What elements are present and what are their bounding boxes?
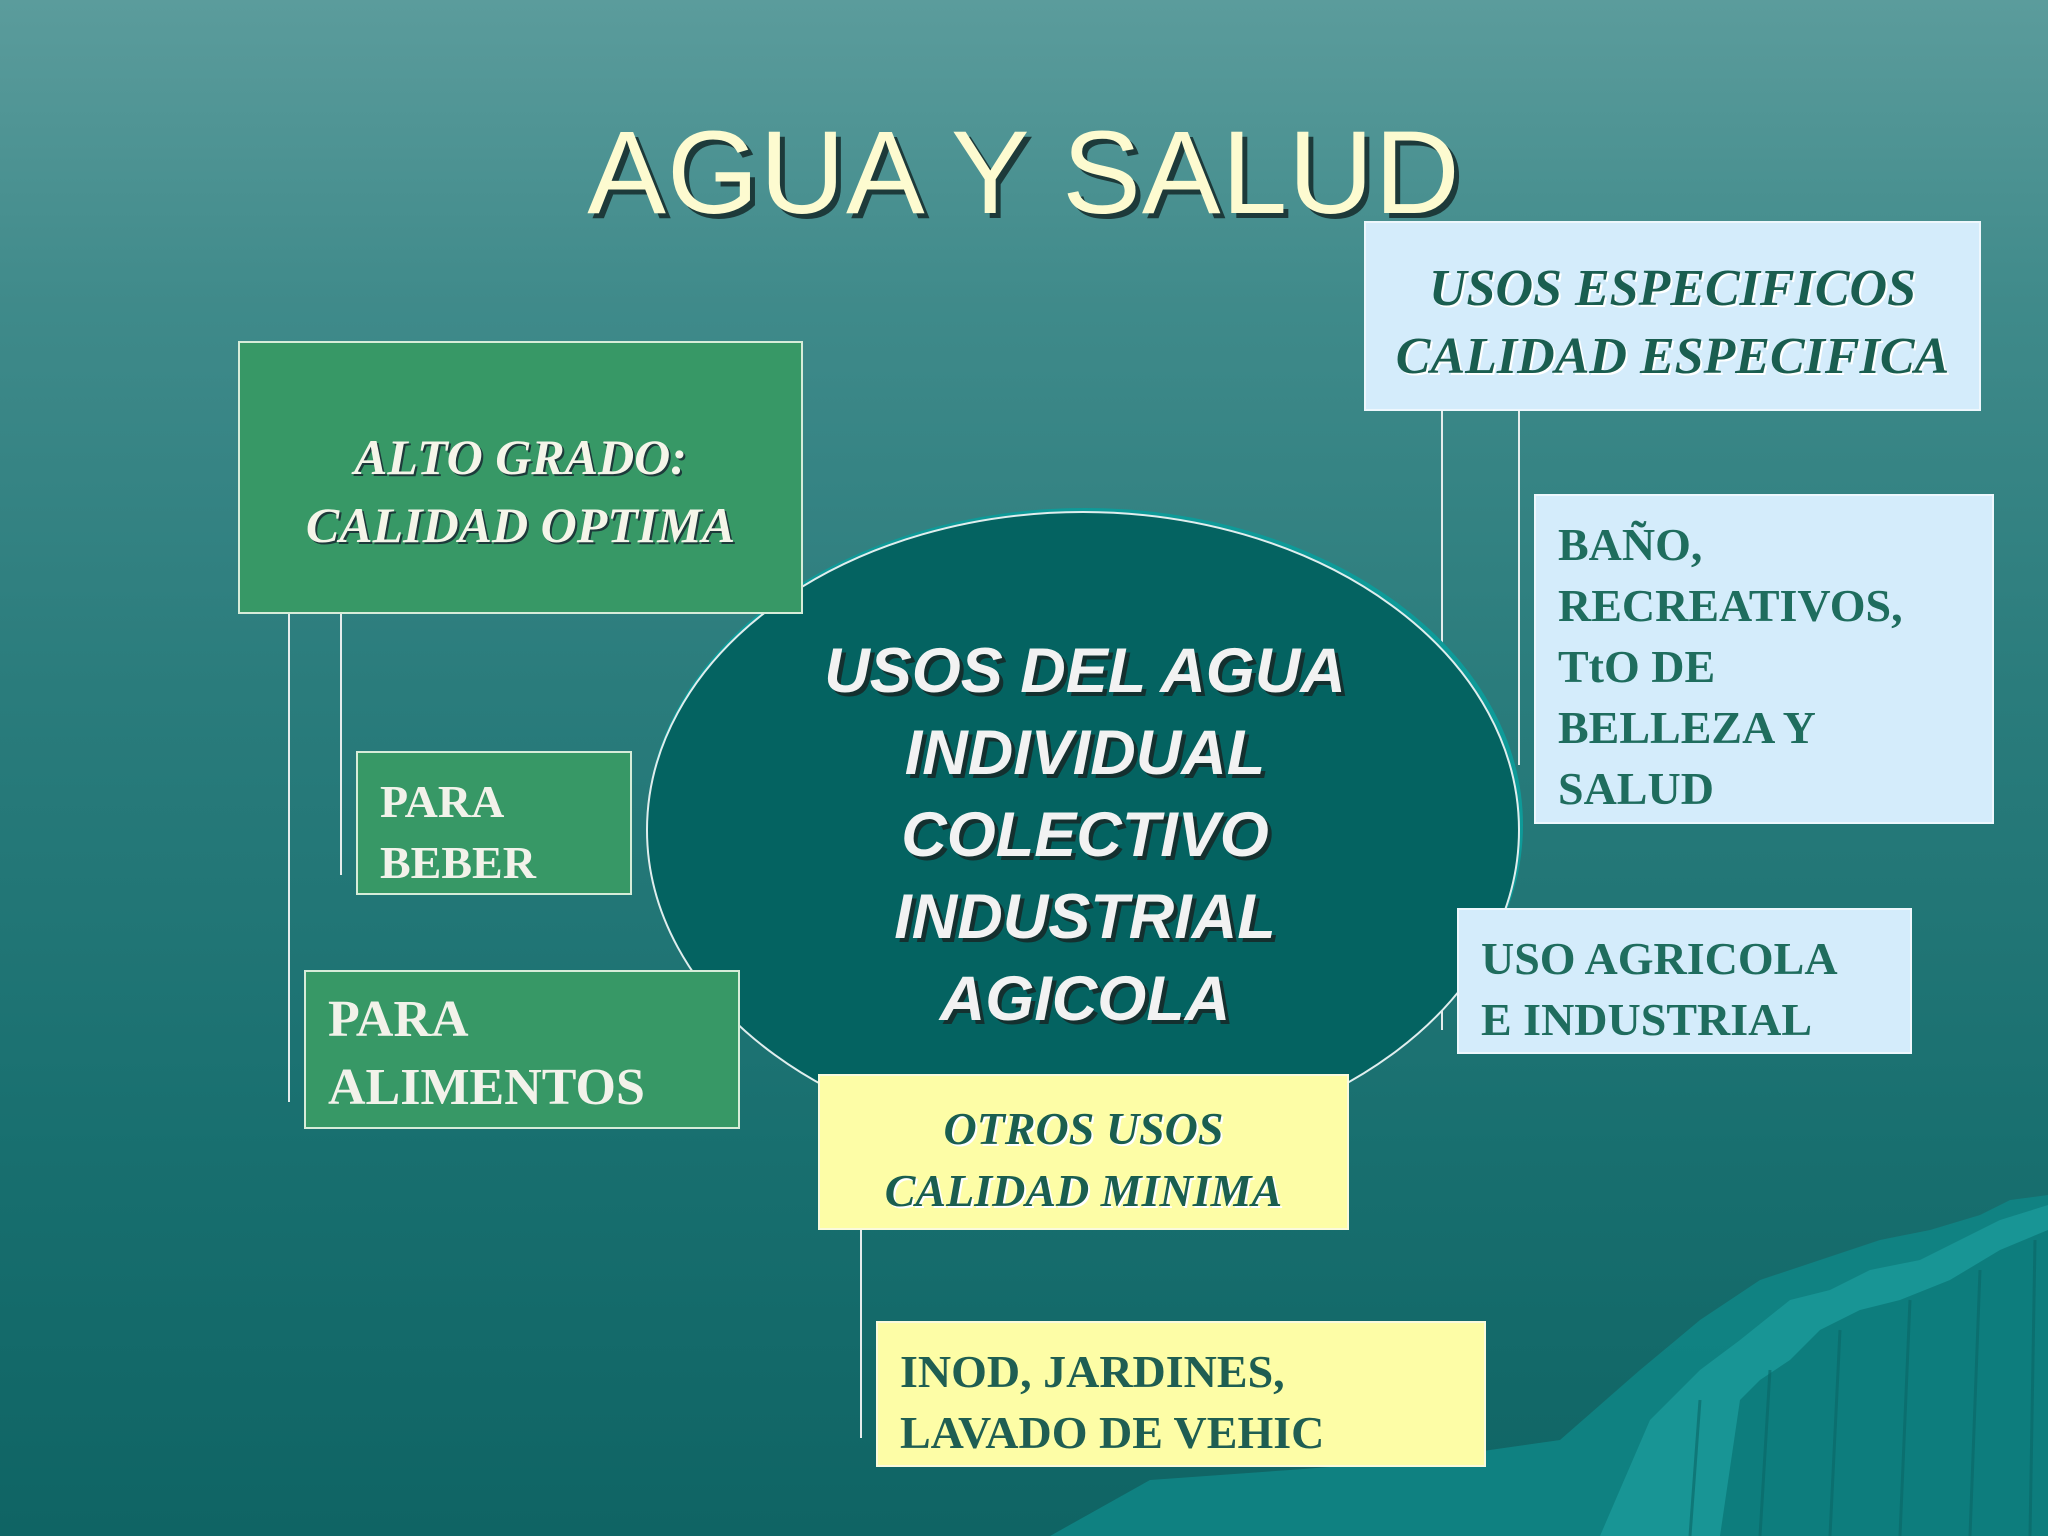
inod-line1: INOD, JARDINES, <box>900 1346 1285 1397</box>
para-alimentos-line1: PARA <box>328 991 469 1048</box>
center-line: AGICOLA <box>939 964 1231 1034</box>
para-beber-line2: BEBER <box>380 837 536 888</box>
center-uses-text: USOS DEL AGUA INDIVIDUAL COLECTIVO INDUS… <box>650 630 1520 1040</box>
center-line: COLECTIVO <box>901 800 1269 870</box>
uso-agricola-line2: E INDUSTRIAL <box>1481 994 1813 1045</box>
calidad-especifica-label: CALIDAD ESPECIFICA <box>1395 328 1950 385</box>
inod-box: INOD, JARDINES, LAVADO DE VEHIC <box>876 1321 1486 1467</box>
usos-especificos-label: USOS ESPECIFICOS <box>1429 260 1916 317</box>
calidad-minima-label: CALIDAD MINIMA <box>884 1165 1283 1216</box>
bano-line: TtO DE <box>1558 641 1716 692</box>
connector-line <box>1518 410 1520 765</box>
bano-line: BAÑO, <box>1558 519 1703 570</box>
para-alimentos-box: PARA ALIMENTOS <box>304 970 740 1129</box>
bano-line: BELLEZA Y <box>1558 702 1816 753</box>
calidad-optima-label: CALIDAD OPTIMA <box>305 497 736 553</box>
alto-grado-box: ALTO GRADO: CALIDAD OPTIMA <box>238 341 803 614</box>
usos-especificos-box: USOS ESPECIFICOS CALIDAD ESPECIFICA <box>1364 221 1981 411</box>
connector-line <box>340 610 342 875</box>
inod-line2: LAVADO DE VEHIC <box>900 1407 1325 1458</box>
center-line: USOS DEL AGUA <box>824 636 1346 706</box>
center-line: INDUSTRIAL <box>894 882 1276 952</box>
bano-line: RECREATIVOS, <box>1558 580 1903 631</box>
para-alimentos-line2: ALIMENTOS <box>328 1059 645 1116</box>
uso-agricola-box: USO AGRICOLA E INDUSTRIAL <box>1457 908 1912 1054</box>
otros-usos-box: OTROS USOS CALIDAD MINIMA <box>818 1074 1349 1230</box>
alto-grado-label: ALTO GRADO: <box>354 429 687 485</box>
otros-usos-label: OTROS USOS <box>943 1103 1224 1154</box>
connector-line <box>288 610 290 1102</box>
bano-box: BAÑO, RECREATIVOS, TtO DE BELLEZA Y SALU… <box>1534 494 1994 824</box>
page-title: AGUA Y SALUD <box>587 107 1461 239</box>
connector-line <box>860 1228 862 1438</box>
uso-agricola-line1: USO AGRICOLA <box>1481 933 1838 984</box>
para-beber-box: PARA BEBER <box>356 751 632 895</box>
bano-line: SALUD <box>1558 763 1714 814</box>
para-beber-line1: PARA <box>380 776 505 827</box>
center-line: INDIVIDUAL <box>904 718 1266 788</box>
